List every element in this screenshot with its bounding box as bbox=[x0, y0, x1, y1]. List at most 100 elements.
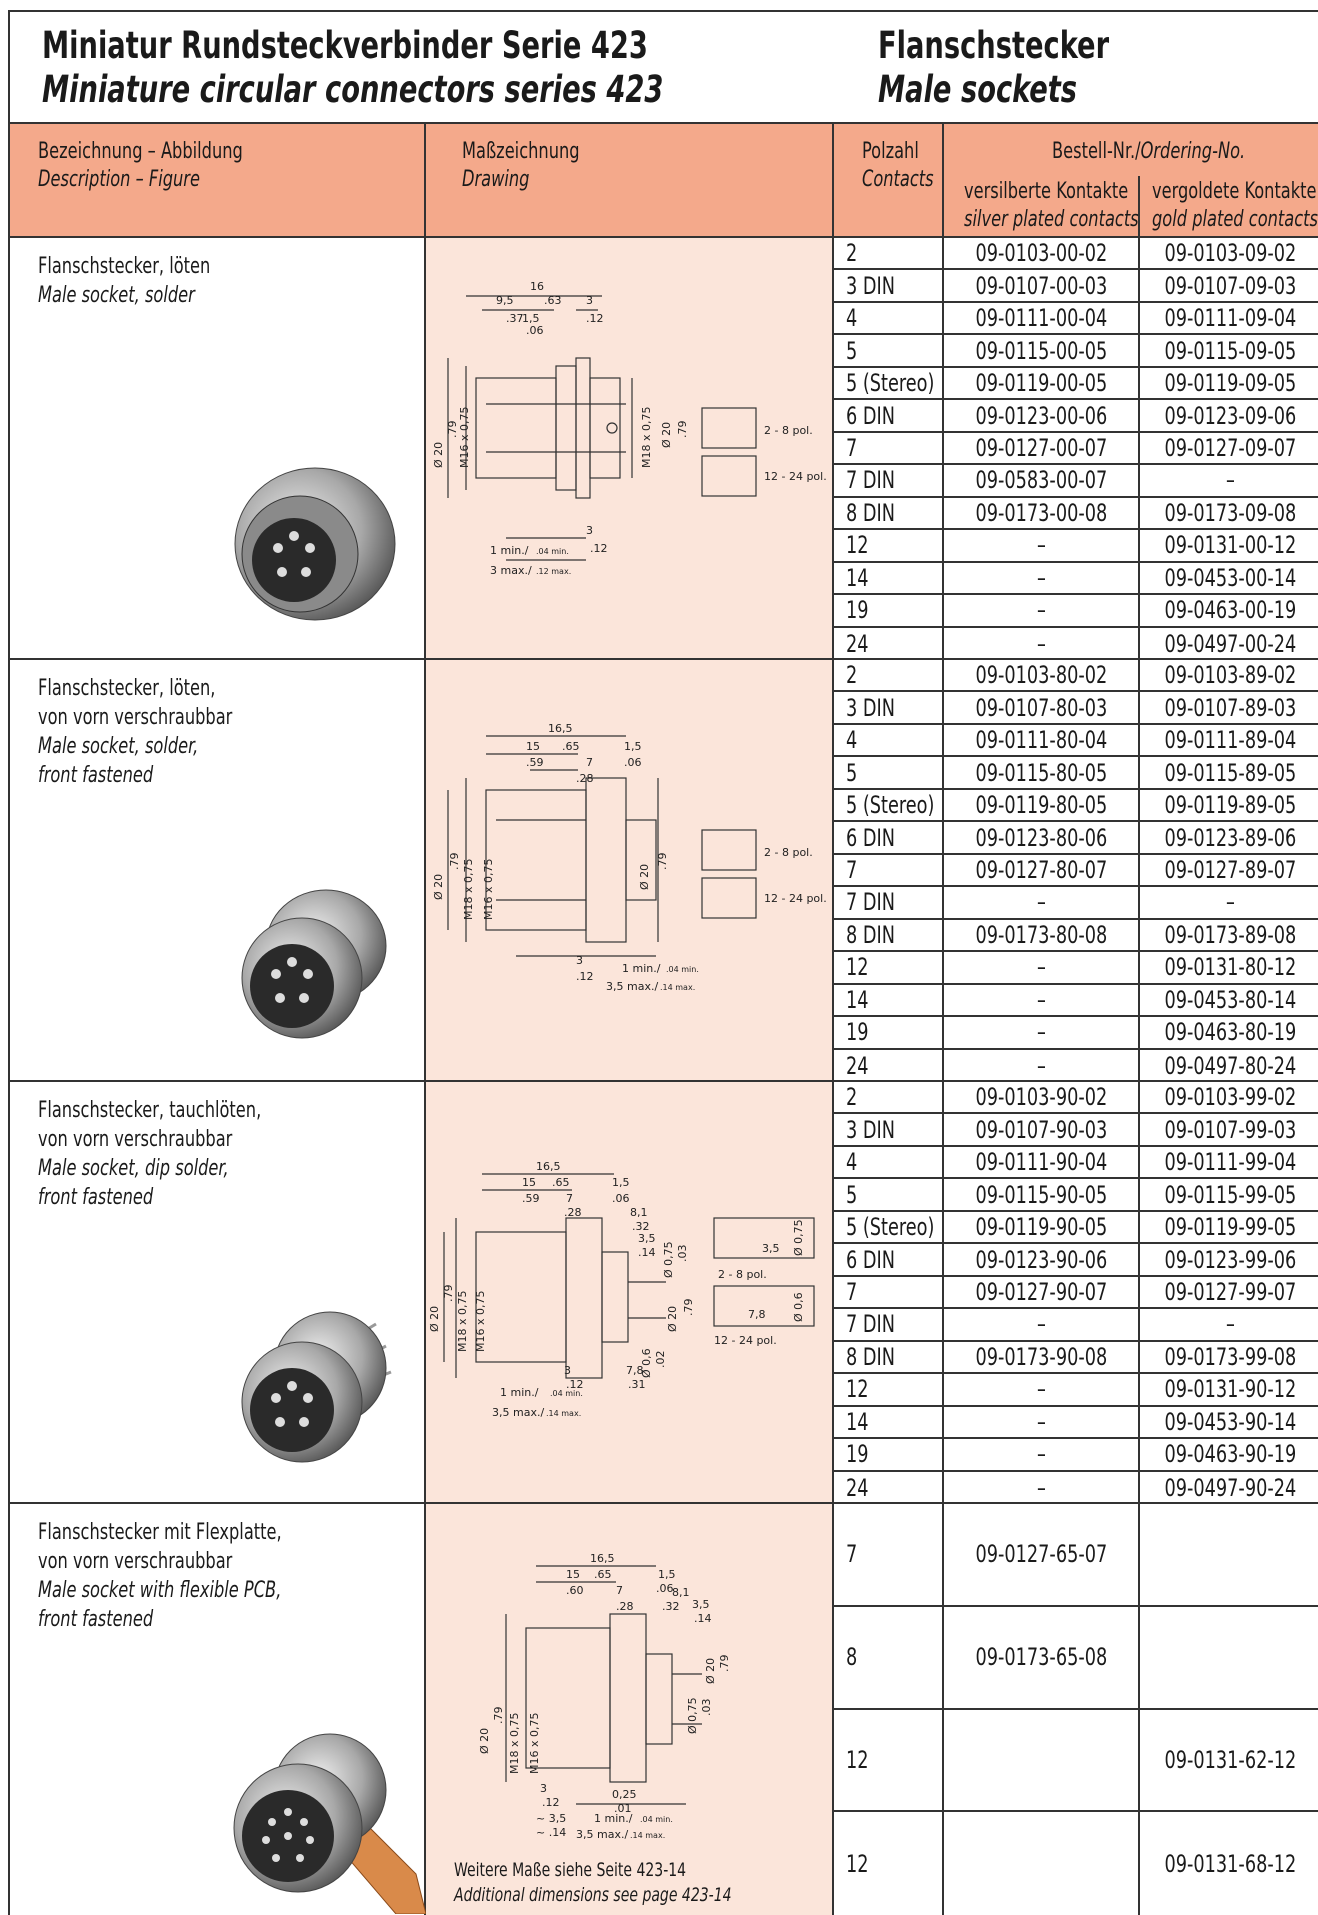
table-row: 7 DIN–– bbox=[834, 887, 1318, 920]
contacts-cell: 2 bbox=[834, 660, 944, 691]
dim: .04 min. bbox=[550, 1389, 583, 1398]
header-ordering-en: Ordering-No. bbox=[1140, 139, 1246, 164]
header-drawing: Maßzeichnung Drawing bbox=[426, 124, 834, 236]
connector-photo bbox=[241, 1311, 392, 1463]
cell-text: 12 bbox=[846, 531, 869, 560]
dimension-drawing: 16,5 15 .65 1,5 .59 7 .06 .28 Ø 20 .79 M… bbox=[426, 660, 834, 1080]
cell-text: 5 bbox=[846, 758, 858, 787]
dim: 3,5 max./ bbox=[492, 1406, 544, 1419]
contacts-cell: 24 bbox=[834, 1471, 944, 1504]
gold-order-no: 09-0173-99-08 bbox=[1140, 1342, 1318, 1372]
dim: .12 bbox=[542, 1796, 560, 1809]
gold-order-no: 09-0497-80-24 bbox=[1140, 1050, 1318, 1082]
gold-order-no: 09-0115-99-05 bbox=[1140, 1179, 1318, 1209]
silver-order-no: 09-0115-90-05 bbox=[944, 1179, 1140, 1210]
gold-order-no: 09-0131-80-12 bbox=[1140, 952, 1318, 982]
cell-text: 09-0115-99-05 bbox=[1164, 1180, 1296, 1209]
silver-order-no: 09-0173-90-08 bbox=[944, 1341, 1140, 1373]
silver-order-no: – bbox=[944, 1406, 1140, 1438]
cell-text: 09-0463-90-19 bbox=[1164, 1440, 1296, 1469]
cell-text: 6 DIN bbox=[846, 401, 895, 430]
dim: .06 bbox=[624, 756, 642, 769]
table-row: 19–09-0463-80-19 bbox=[834, 1017, 1318, 1050]
dim: Ø 20 bbox=[478, 1728, 491, 1754]
cell-text: 09-0453-00-14 bbox=[1164, 563, 1296, 592]
contacts-cell: 3 DIN bbox=[834, 270, 944, 301]
subtitle-en: Male sockets bbox=[878, 68, 1078, 111]
contacts-cell: 6 DIN bbox=[834, 1244, 944, 1275]
dim-length: 16,5 bbox=[548, 722, 573, 735]
desc-line-en: Male socket, solder, bbox=[38, 734, 199, 759]
contacts-cell: 24 bbox=[834, 1049, 944, 1082]
dim: .14 max. bbox=[660, 983, 695, 992]
dim: .65 bbox=[594, 1568, 612, 1581]
dim: M18 x 0,75 bbox=[462, 859, 475, 920]
contacts-cell: 14 bbox=[834, 984, 944, 1016]
silver-order-no: – bbox=[944, 1049, 1140, 1082]
table-row: 12 09-0131-68-12 bbox=[834, 1812, 1318, 1915]
cell-text: 09-0173-80-08 bbox=[975, 920, 1107, 949]
dim: ~ .14 bbox=[536, 1826, 566, 1839]
dim: Ø 20 bbox=[638, 864, 651, 890]
desc-line-en: Male socket, solder bbox=[38, 283, 195, 308]
header-contacts: Polzahl Contacts bbox=[834, 124, 944, 236]
contacts-cell: 12 bbox=[834, 1812, 944, 1915]
cell-text: 09-0127-80-07 bbox=[975, 855, 1107, 884]
dim: 3,5 bbox=[762, 1242, 780, 1255]
gold-order-no: 09-0131-90-12 bbox=[1140, 1374, 1318, 1404]
cell-text: – bbox=[1036, 596, 1046, 625]
silver-order-no: 09-0127-80-07 bbox=[944, 854, 1140, 886]
gold-order-no: 09-0111-09-04 bbox=[1140, 303, 1318, 333]
cell-text: 09-0453-90-14 bbox=[1164, 1407, 1296, 1436]
cell-text: 7 bbox=[846, 1540, 858, 1569]
cell-text: 19 bbox=[846, 1440, 869, 1469]
cell-text: 09-0115-80-05 bbox=[975, 758, 1107, 787]
cell-text: 09-0119-89-05 bbox=[1164, 791, 1296, 820]
dim: .65 bbox=[552, 1176, 570, 1189]
gold-order-no: 09-0119-09-05 bbox=[1140, 368, 1318, 398]
desc-line: von vorn verschraubbar bbox=[38, 1127, 233, 1152]
section-description: Flanschstecker, löten, von vorn verschra… bbox=[10, 660, 426, 1080]
cell-text: 09-0115-09-05 bbox=[1164, 336, 1296, 365]
dim: .79 bbox=[448, 853, 461, 871]
silver-order-no: 09-0173-80-08 bbox=[944, 919, 1140, 951]
contacts-cell: 5 bbox=[834, 335, 944, 366]
cell-text: 24 bbox=[846, 1473, 869, 1502]
header-draw-en: Drawing bbox=[462, 167, 530, 192]
dim: .14 max. bbox=[546, 1409, 581, 1418]
cell-text: – bbox=[1036, 1375, 1046, 1404]
gold-order-no: 09-0123-99-06 bbox=[1140, 1244, 1318, 1274]
gold-order-no: 09-0173-09-08 bbox=[1140, 498, 1318, 528]
dim: Ø 20 bbox=[660, 422, 673, 448]
gold-order-no: 09-0103-09-02 bbox=[1140, 238, 1318, 268]
cell-text: 09-0463-80-19 bbox=[1164, 1018, 1296, 1047]
contacts-cell: 8 DIN bbox=[834, 497, 944, 529]
table-row: 19–09-0463-00-19 bbox=[834, 595, 1318, 628]
section-solder: Flanschstecker, löten Male socket, solde… bbox=[8, 238, 1318, 660]
contacts-cell: 7 bbox=[834, 432, 944, 464]
cell-text: 09-0103-99-02 bbox=[1164, 1083, 1296, 1112]
cell-text: 09-0463-00-19 bbox=[1164, 596, 1296, 625]
gold-order-no: 09-0103-99-02 bbox=[1140, 1082, 1318, 1112]
dim: .59 bbox=[526, 756, 544, 769]
cell-text: 14 bbox=[846, 563, 869, 592]
dim: 7,8 bbox=[626, 1364, 644, 1377]
cell-text: 5 (Stereo) bbox=[846, 1213, 935, 1242]
cell-text: – bbox=[1225, 466, 1235, 495]
contacts-cell: 7 bbox=[834, 1504, 944, 1605]
cell-text: 3 DIN bbox=[846, 1115, 895, 1144]
cell-text: – bbox=[1036, 563, 1046, 592]
silver-order-no: 09-0103-00-02 bbox=[944, 238, 1140, 269]
gold-order-no: – bbox=[1140, 465, 1318, 495]
cell-text: 09-0131-68-12 bbox=[1164, 1849, 1296, 1878]
